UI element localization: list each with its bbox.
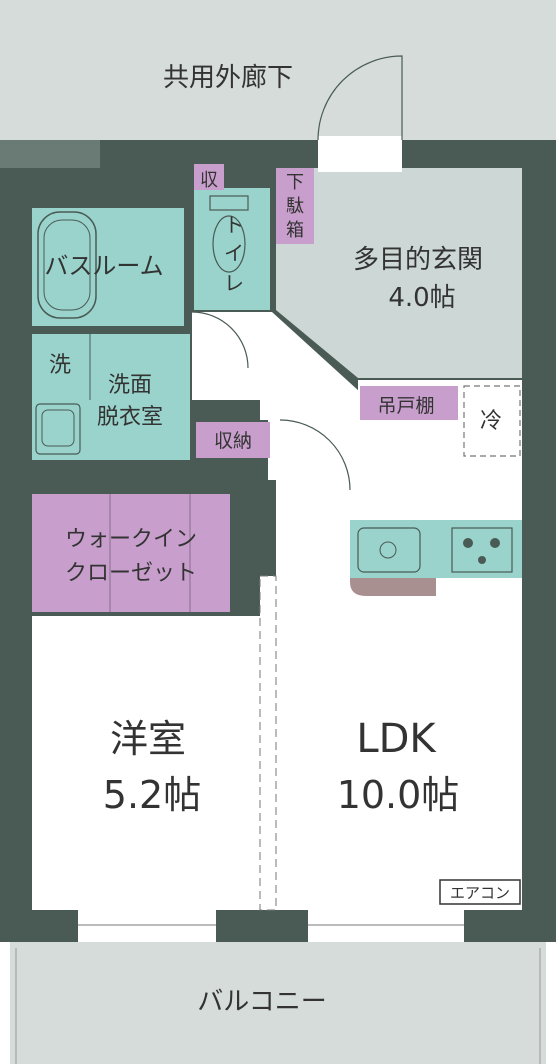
western-room-floor <box>32 616 260 910</box>
toilet-label-3: レ <box>224 271 244 295</box>
fridge-space <box>463 385 521 457</box>
washroom-label-1: 洗面 <box>108 373 152 398</box>
shoe-box-label-2: 駄 <box>286 196 304 217</box>
hall-door-swing <box>279 419 351 491</box>
entrance-door-swing <box>317 55 403 141</box>
washroom-door-swing <box>191 311 249 369</box>
stove-burner <box>478 556 486 564</box>
corridor-area <box>0 0 556 140</box>
corridor-label: 共用外廊下 <box>163 63 293 93</box>
walkin-closet-label-2: クローゼット <box>65 561 197 586</box>
shoe-box-label-1: 下 <box>286 172 304 193</box>
storage-top-label: 収 <box>200 170 218 191</box>
washing-machine <box>35 403 81 455</box>
bathtub <box>37 211 97 319</box>
toilet-label-2: イ <box>224 241 244 265</box>
walkin-closet <box>32 494 230 612</box>
storage-closet <box>196 422 270 458</box>
balcony-area <box>10 942 546 1064</box>
entrance-door-opening <box>318 136 402 172</box>
kitchen-cabinet <box>350 578 436 596</box>
bathroom <box>32 208 184 326</box>
kitchen-sink <box>357 527 421 573</box>
room-partition <box>259 575 277 911</box>
stove-burner <box>463 538 473 548</box>
western-room-name-label: 洋室 <box>110 717 186 761</box>
shoe-box <box>276 168 314 244</box>
storage-label: 収納 <box>214 430 252 452</box>
washing-machine-inner <box>41 409 75 447</box>
hanging-shelf <box>360 386 458 420</box>
aircon-label: エアコン <box>450 884 510 902</box>
walkin-closet-label-1: ウォークイン <box>65 527 197 552</box>
storage-top <box>194 164 224 190</box>
entrance-size-label: 4.0帖 <box>388 283 455 313</box>
wall-notch <box>0 140 100 168</box>
hanging-shelf-label: 吊戸棚 <box>377 395 434 417</box>
bathtub-inner <box>43 219 91 311</box>
aircon-box <box>439 879 521 905</box>
toilet-label-1: ト <box>224 213 244 237</box>
stove-burner <box>490 538 500 548</box>
hallway-floor <box>192 312 360 480</box>
ldk-floor <box>276 380 522 910</box>
bathroom-label: バスルーム <box>44 252 163 280</box>
toilet-room <box>194 188 270 310</box>
balcony-label: バルコニー <box>197 987 326 1017</box>
stove <box>451 527 513 573</box>
kitchen-counter <box>350 520 522 578</box>
toilet-bowl <box>212 215 246 273</box>
washroom-label-2: 脱衣室 <box>97 405 163 430</box>
fridge-label: 冷 <box>480 409 502 434</box>
sink-drain <box>379 541 397 559</box>
ldk-name-label: LDK <box>356 716 437 762</box>
entrance-name-label: 多目的玄関 <box>353 245 483 275</box>
entrance-floor <box>276 168 522 378</box>
western-room-size-label: 5.2帖 <box>103 773 201 817</box>
washroom <box>32 334 190 460</box>
ldk-size-label: 10.0帖 <box>337 773 460 817</box>
toilet-tank <box>209 195 249 211</box>
shoe-box-label-3: 箱 <box>286 220 304 241</box>
wash-short-label: 洗 <box>49 353 71 378</box>
